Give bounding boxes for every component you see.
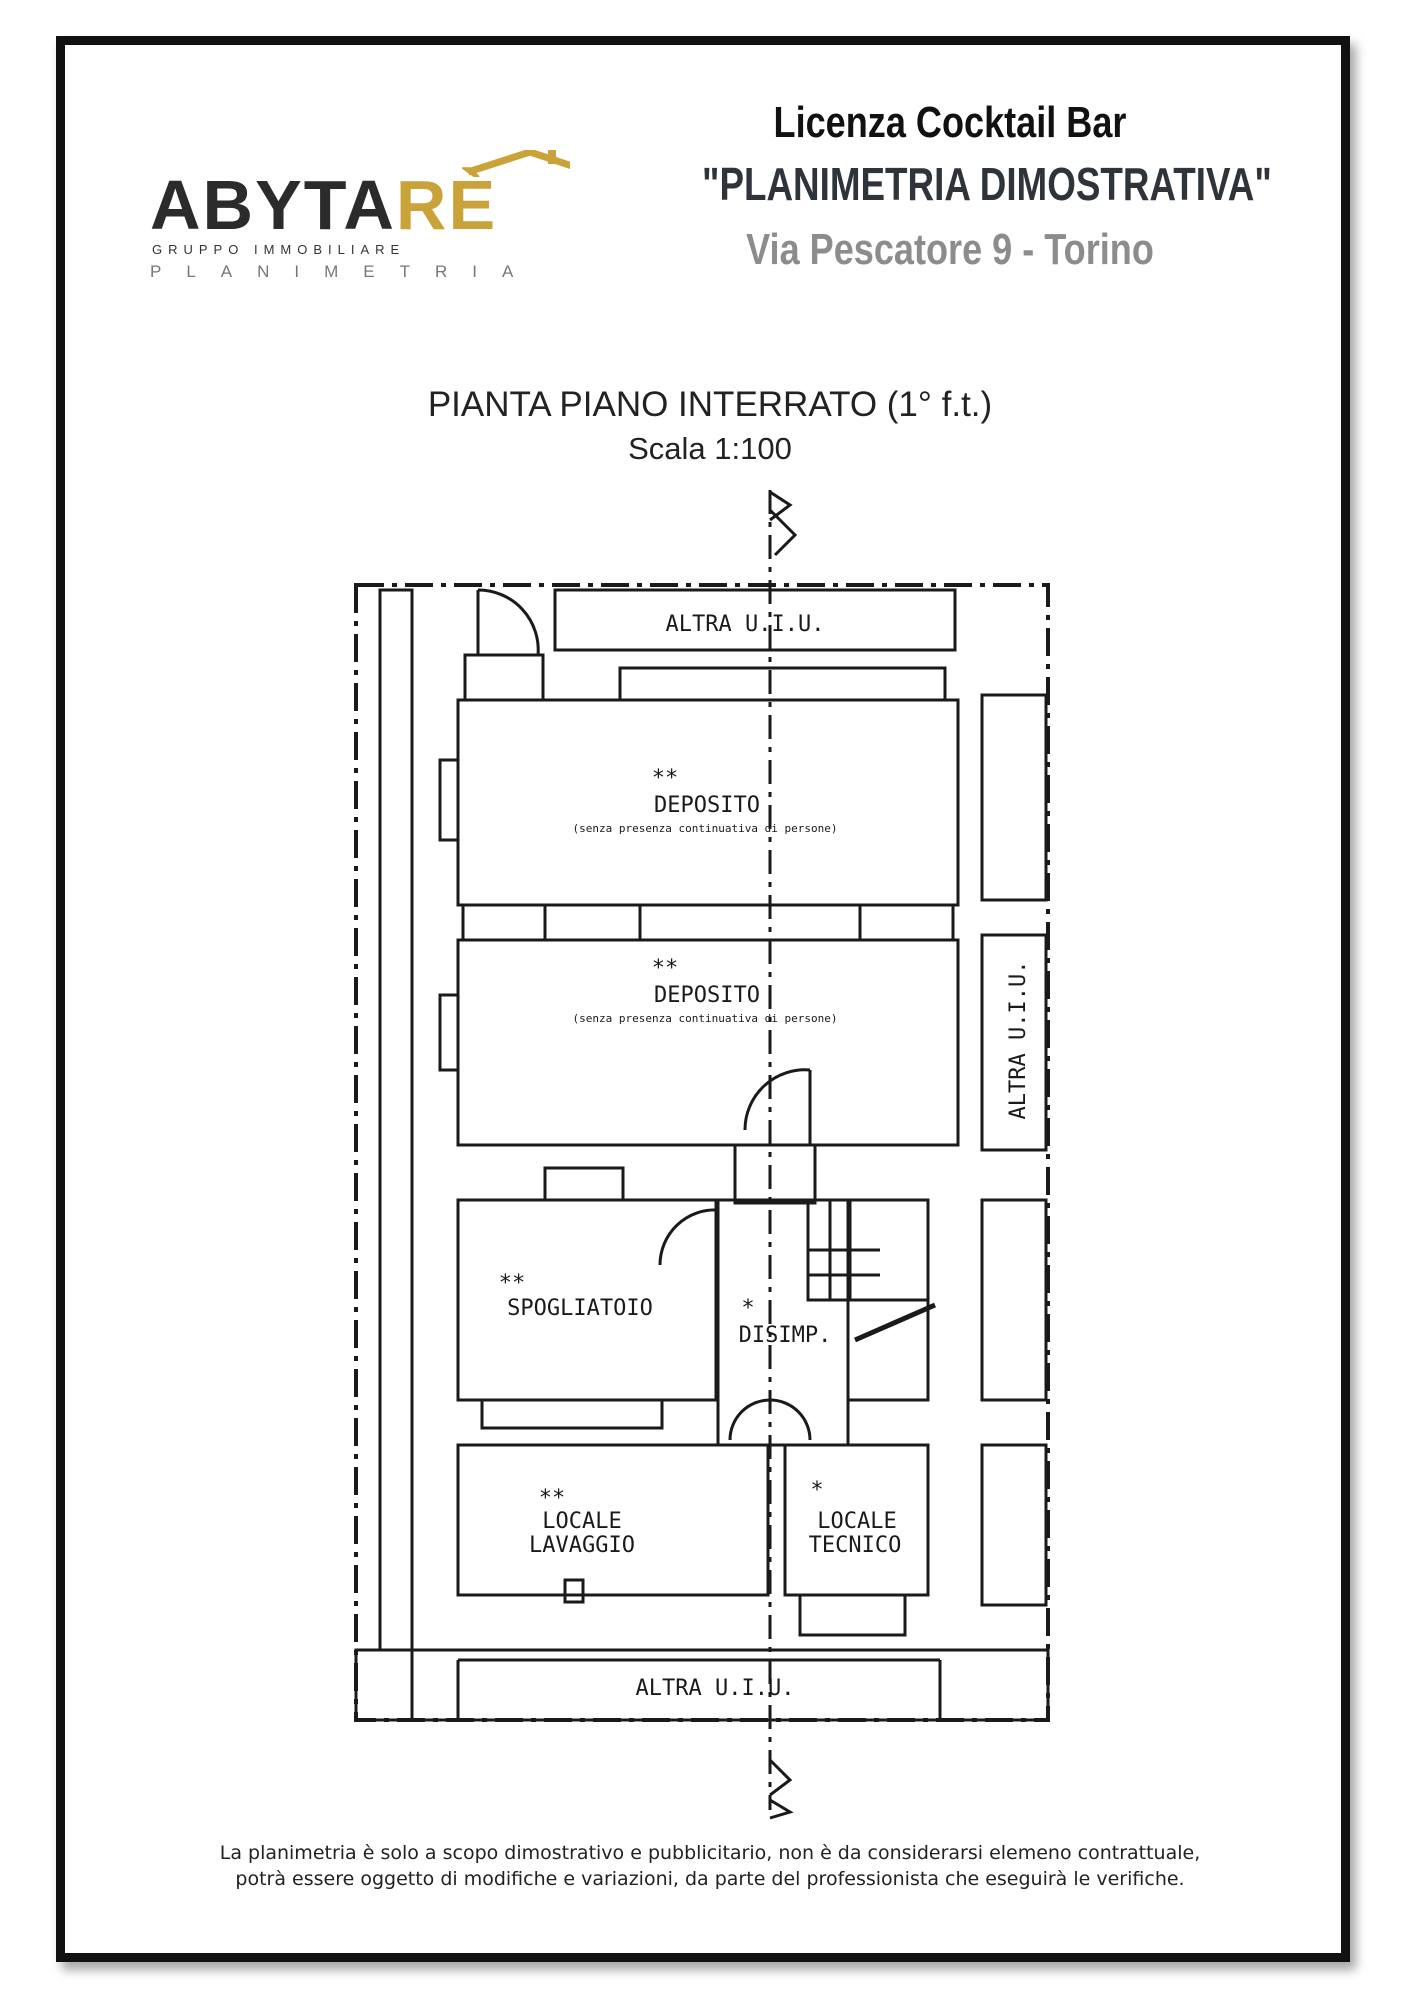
deposito1-window [438,758,460,842]
section-arrow-top [768,508,798,557]
right-wall-4 [980,1443,1048,1607]
label-lavaggio-1: LOCALE [542,1509,621,1534]
altra-top-box [553,588,957,652]
connector-strip [461,903,955,942]
left-corridor-wall [378,588,414,1652]
mark-spogliatoio: ** [499,1271,526,1296]
address: Via Pescatore 9 - Torino [746,225,1154,274]
section-marker-top [769,490,793,522]
label-altra-bottom: ALTRA U.I.U. [636,1676,795,1701]
section-marker-bottom [769,1798,794,1820]
door-arc-disimp-left [728,1398,771,1441]
right-wall-1 [980,693,1048,902]
disclaimer-line-2: potrà essere oggetto di modifiche e vari… [235,1868,1185,1890]
altra-right-box [980,933,1048,1152]
top-wall-block [618,666,947,702]
disclaimer: La planimetria è solo a scopo dimostrati… [100,1840,1320,1892]
logo-group-text: GRUPPO IMMOBILIARE [152,242,406,257]
right-wall-3 [980,1198,1048,1402]
mark-deposito-1: ** [652,766,679,791]
mark-deposito-2: ** [652,956,679,981]
room-lavaggio [456,1443,770,1597]
company-logo: ABYTARÈ GRUPPO IMMOBILIARE PLANIMETRIA [150,150,570,290]
label-spogliatoio: SPOGLIATOIO [507,1296,653,1321]
title-block: Licenza Cocktail Bar "PLANIMETRIA DIMOST… [640,95,1272,283]
spogliatoio-top-block [543,1166,625,1202]
label-tecnico-2: TECNICO [809,1533,902,1558]
disclaimer-line-1: La planimetria è solo a scopo dimostrati… [219,1842,1201,1864]
plan-heading: PIANTA PIANO INTERRATO (1° f.t.) Scala 1… [360,382,1060,470]
page-subtitle: "PLANIMETRIA DIMOSTRATIVA" [702,158,1272,210]
mark-disimp: * [741,1296,754,1321]
altra-bottom-band [354,1648,1050,1722]
label-altra-top: ALTRA U.I.U. [666,612,825,637]
page-frame [56,36,1350,1962]
door-arc-spogliatoio [658,1208,719,1266]
page-title: Licenza Cocktail Bar [773,98,1127,147]
label-tecnico-1: LOCALE [817,1509,896,1534]
spogliatoio-bottom-block [480,1398,664,1430]
label-lavaggio-2: LAVAGGIO [529,1533,635,1558]
tecnico-bottom-block [798,1593,907,1637]
label-deposito-1: DEPOSITO [654,793,760,818]
door-arc-deposito [743,1068,811,1131]
mark-lavaggio: ** [539,1486,566,1511]
property-boundary [354,583,1050,1722]
section-arrow-bottom [768,1758,793,1797]
label-disimp: DISIMP. [739,1323,832,1348]
mark-tecnico: * [810,1478,823,1503]
logo-tagline: PLANIMETRIA [150,262,539,281]
roof-icon [466,150,570,176]
door-arc-disimp-right [769,1398,812,1441]
note-deposito-1: (senza presenza continuativa di persone) [573,822,838,835]
room-deposito-2 [456,938,960,1147]
logo-wordmark: ABYTARÈ [150,166,498,244]
plan-title: PIANTA PIANO INTERRATO (1° f.t.) [427,385,993,424]
deposito2-window [438,993,460,1072]
door-arc-top-left [477,588,540,656]
stair-ramp [853,1302,937,1343]
note-deposito-2: (senza presenza continuativa di persone) [573,1012,838,1025]
label-deposito-2: DEPOSITO [654,983,760,1008]
plan-scale: Scala 1:100 [628,431,792,466]
stair-landing [733,1143,817,1205]
entry-passage [463,653,545,702]
label-altra-right: ALTRA U.I.U. [1006,961,1031,1120]
